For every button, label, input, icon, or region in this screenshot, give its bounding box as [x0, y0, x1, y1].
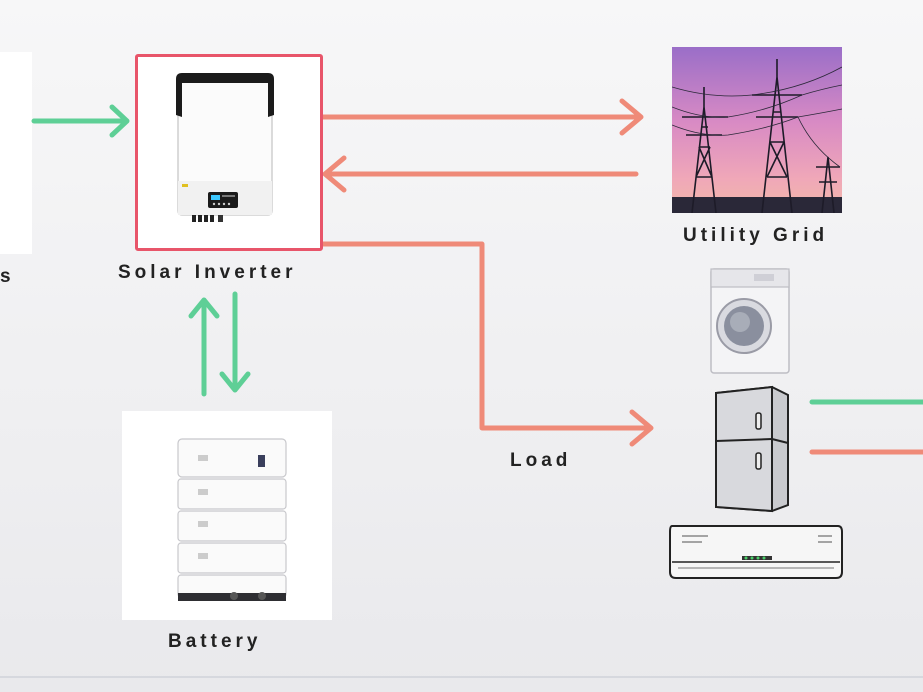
arrow-inverter-to-load [316, 241, 654, 447]
battery-stack-icon [177, 438, 287, 601]
solar-panel-label-partial: s [0, 266, 11, 287]
air-conditioner-icon [669, 525, 843, 579]
battery-card [122, 411, 332, 620]
washing-machine-icon [710, 268, 790, 374]
arrow-panel-to-inverter [31, 104, 130, 138]
arrow-inverter-to-battery [219, 291, 251, 393]
utility-grid-card [672, 47, 842, 213]
utility-grid-label: Utility Grid [683, 225, 829, 246]
battery-label: Battery [168, 631, 262, 652]
solar-inverter-card [135, 54, 323, 251]
load-label: Load [510, 450, 572, 471]
arrow-grid-to-inverter [322, 155, 639, 193]
bottom-divider [0, 676, 923, 678]
utility-grid-photo [672, 47, 842, 213]
solar-inverter-label: Solar Inverter [118, 262, 297, 283]
refrigerator-icon [715, 385, 789, 513]
solar-inverter-icon [176, 73, 274, 222]
arrow-battery-to-inverter [188, 297, 220, 397]
arrow-inverter-to-grid [319, 98, 644, 136]
solar-panel-card-partial [0, 52, 32, 254]
